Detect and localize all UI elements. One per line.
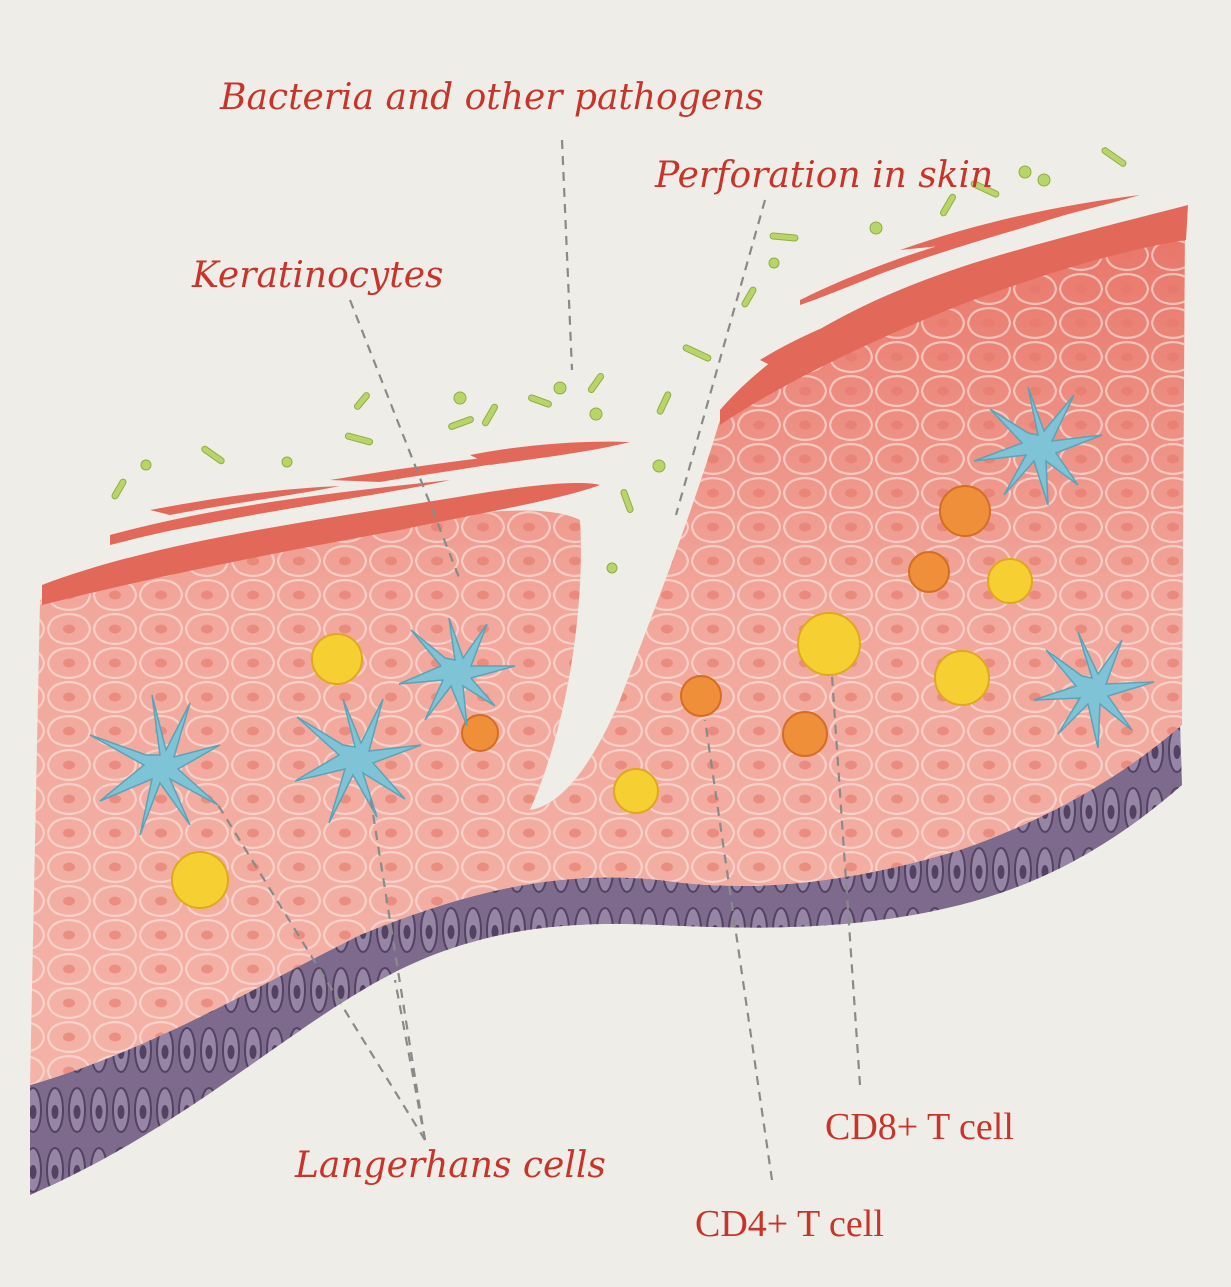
label-langerhans: Langerhans cells (295, 1148, 606, 1184)
label-bacteria: Bacteria and other pathogens (220, 80, 764, 116)
label-keratinocytes: Keratinocytes (192, 258, 444, 294)
label-perforation: Perforation in skin (655, 158, 993, 194)
label-cd8: CD8+ T cell (825, 1108, 1014, 1146)
label-cd4: CD4+ T cell (695, 1205, 884, 1243)
